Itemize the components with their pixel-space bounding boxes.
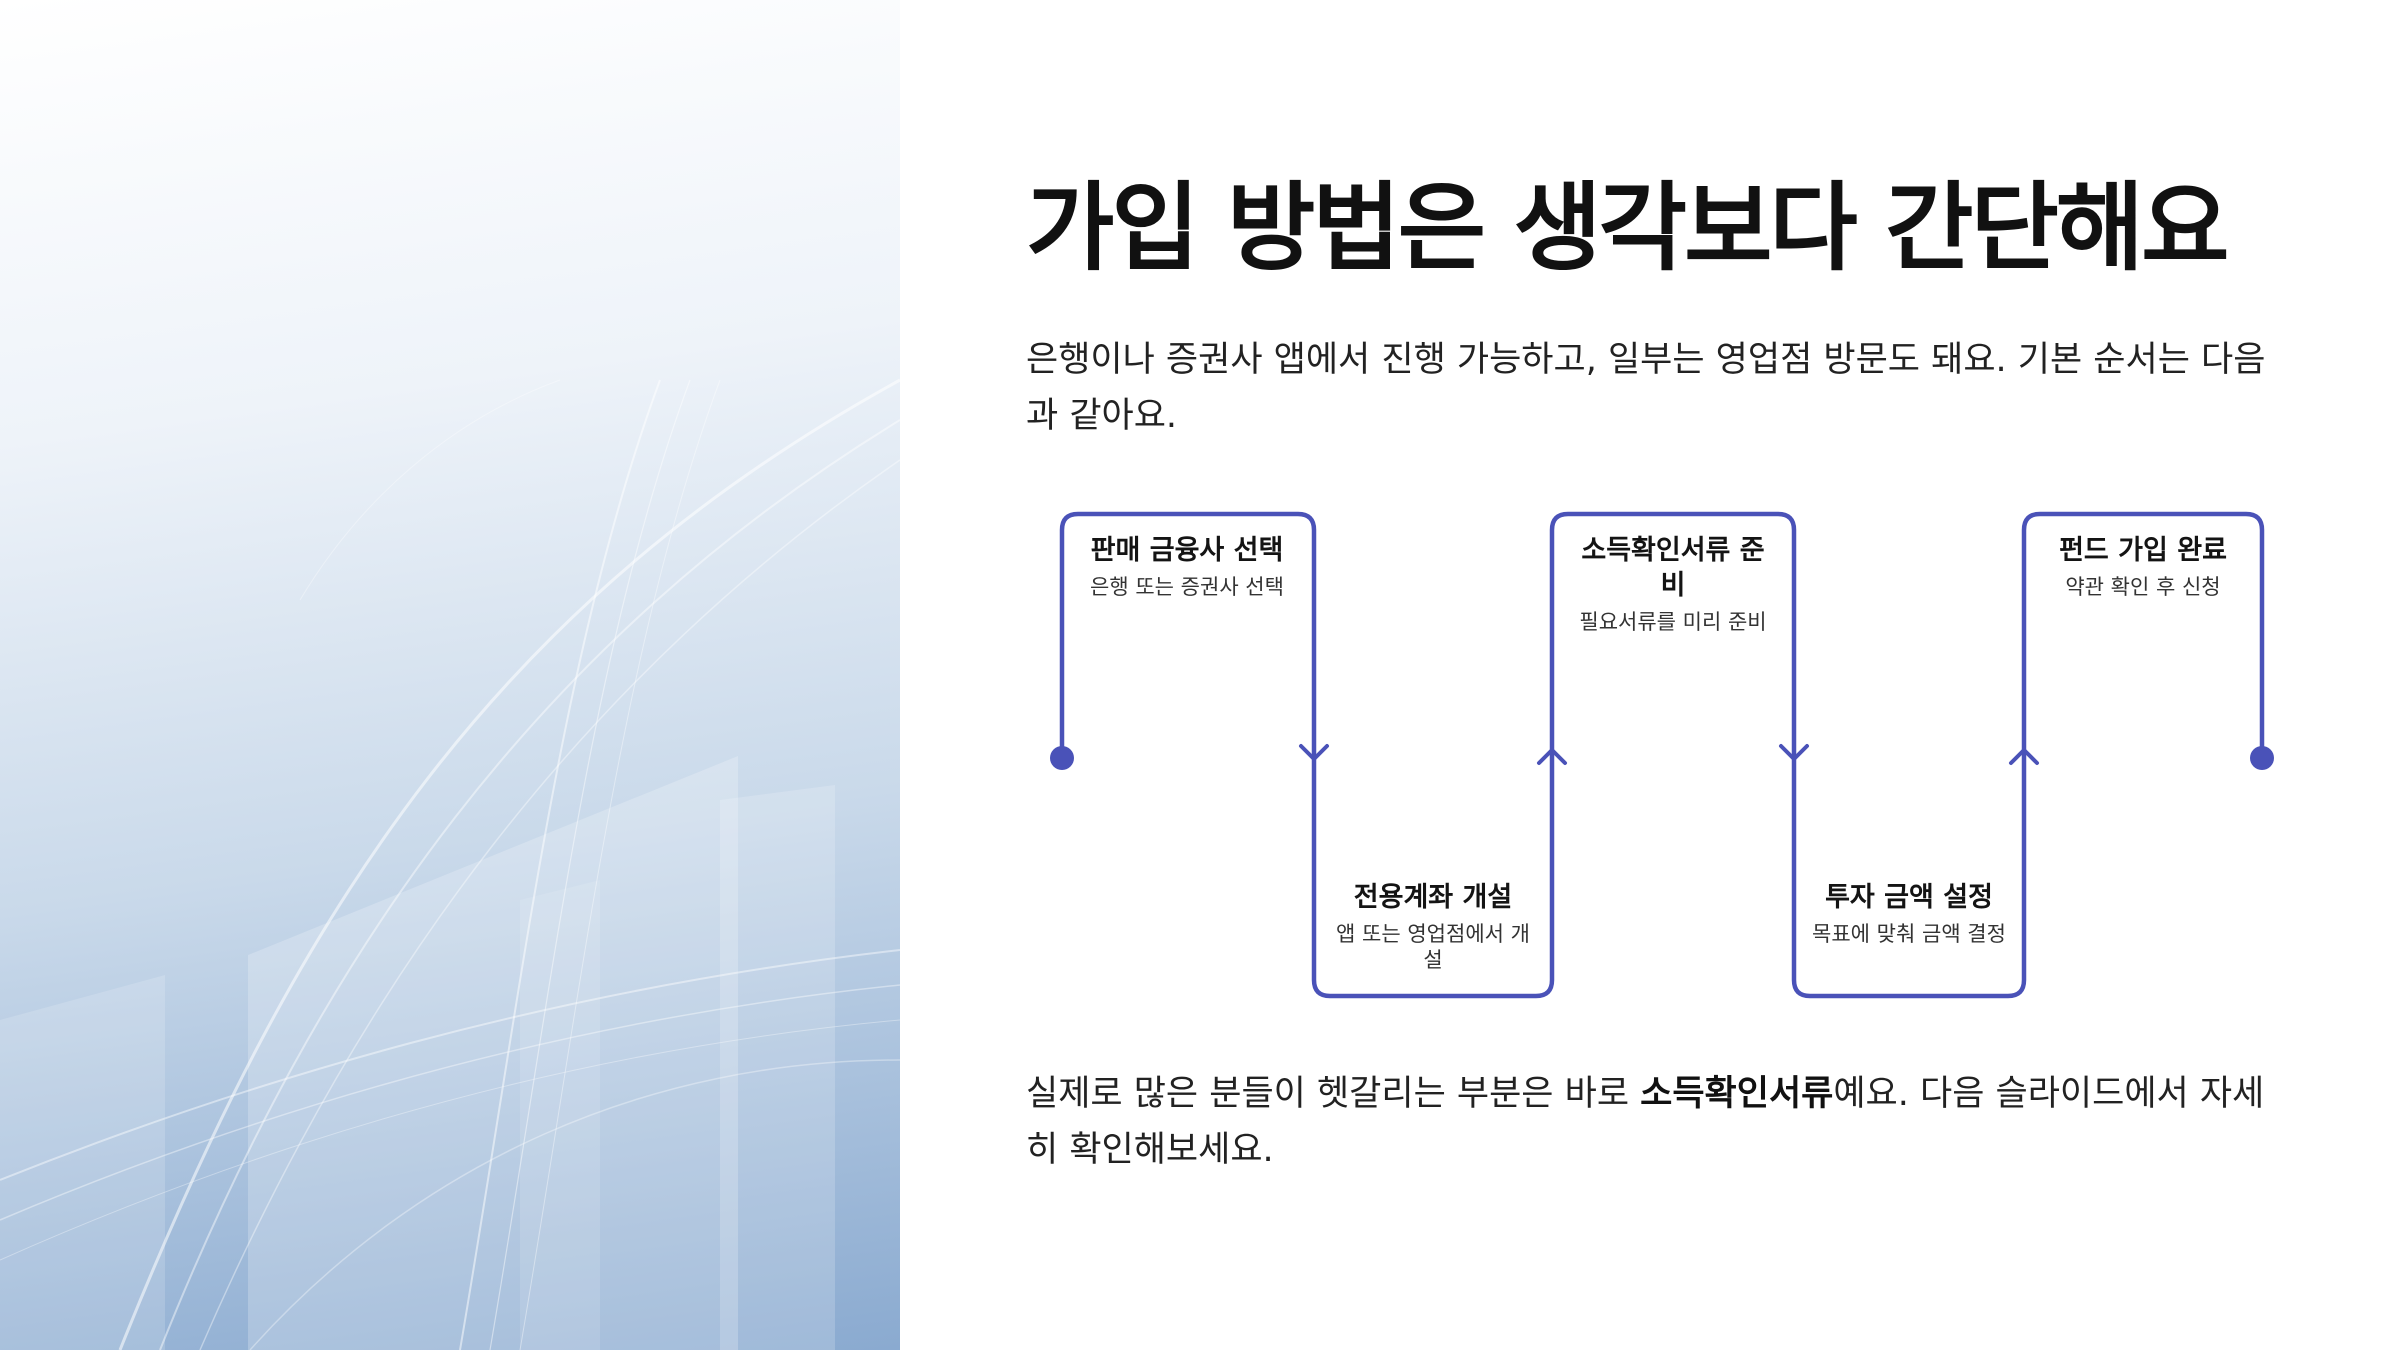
step-title: 판매 금융사 선택 [1090, 535, 1284, 566]
step-title: 소득확인서류 준비 [1581, 535, 1765, 601]
step-title: 전용계좌 개설 [1353, 882, 1513, 913]
outro-paragraph: 실제로 많은 분들이 헷갈리는 부분은 바로 소득확인서류예요. 다음 슬라이드… [1026, 1066, 2266, 1178]
signup-flow-diagram: 판매 금융사 선택 은행 또는 증권사 선택 전용계좌 개설 앱 또는 영업점에… [1020, 500, 2290, 1020]
step-description: 은행 또는 증권사 선택 [1090, 575, 1284, 599]
page-title: 가입 방법은 생각보다 간단해요 [1026, 172, 2229, 284]
step-description: 앱 또는 영업점에서 개설 [1336, 922, 1530, 972]
step-description: 약관 확인 후 신청 [2065, 575, 2221, 599]
flow-connector [1050, 511, 2274, 999]
flow-step-5: 펀드 가입 완료 약관 확인 후 신청 [2043, 533, 2243, 600]
flow-step-3: 소득확인서류 준비 필요서류를 미리 준비 [1573, 533, 1773, 635]
chevron-up-icon [1537, 748, 1567, 765]
chevron-down-icon [1779, 744, 1809, 761]
flow-step-2: 전용계좌 개설 앱 또는 영업점에서 개설 [1333, 880, 1533, 973]
background-art [0, 0, 900, 1350]
chevron-down-icon [1299, 744, 1329, 761]
outro-text-start: 실제로 많은 분들이 헷갈리는 부분은 바로 [1026, 1074, 1641, 1114]
outro-text-end: 예요. 다음 슬라이드에서 자세히 확인해보세요. [1026, 1074, 2265, 1170]
flow-step-4: 투자 금액 설정 목표에 맞춰 금액 결정 [1809, 880, 2009, 947]
step-description: 필요서류를 미리 준비 [1579, 610, 1767, 634]
step-title: 투자 금액 설정 [1825, 882, 1993, 913]
flow-start-dot [1050, 746, 1074, 770]
outro-highlight: 소득확인서류 [1640, 1074, 1834, 1114]
abstract-wave-graphic [0, 378, 900, 1350]
flow-step-1: 판매 금융사 선택 은행 또는 증권사 선택 [1087, 533, 1287, 600]
flow-end-dot [2250, 746, 2274, 770]
step-title: 펀드 가입 완료 [2059, 535, 2227, 566]
chevron-up-icon [2009, 748, 2039, 765]
intro-paragraph: 은행이나 증권사 앱에서 진행 가능하고, 일부는 영업점 방문도 돼요. 기본… [1026, 340, 2266, 436]
step-description: 목표에 맞춰 금액 결정 [1812, 922, 2006, 946]
